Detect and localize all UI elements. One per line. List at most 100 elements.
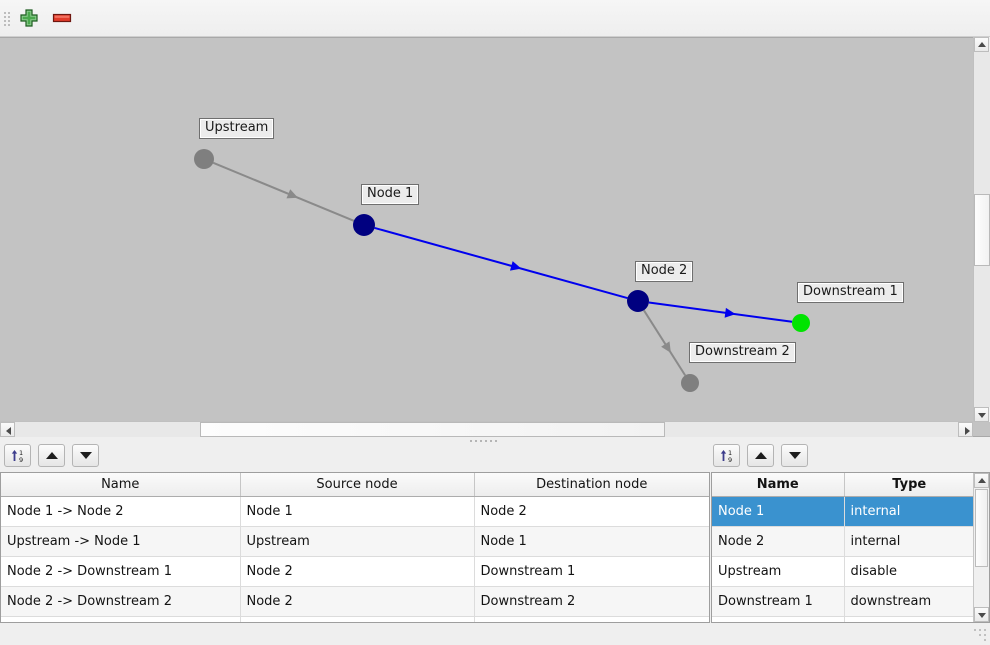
- graph-edge-node1-node2[interactable]: [374, 226, 628, 300]
- edge-source-cell[interactable]: Node 1: [240, 496, 475, 527]
- node-name-cell[interactable]: Upstream: [712, 556, 845, 587]
- nodes-scroll-down-button[interactable]: [974, 607, 989, 622]
- vertical-scroll-thumb[interactable]: [974, 194, 990, 266]
- graph-node-downstream2[interactable]: [681, 374, 699, 392]
- node-name-cell[interactable]: Node 1: [712, 496, 845, 527]
- nodes-col-type[interactable]: Type: [844, 473, 974, 497]
- graph-edge-arrow-node1-node2: [510, 261, 522, 271]
- edges-col-source[interactable]: Source node: [240, 473, 475, 497]
- nodes-col-name[interactable]: Name: [712, 473, 845, 497]
- edges-col-name[interactable]: Name: [1, 473, 241, 497]
- nodes-move-down-button[interactable]: [781, 444, 808, 467]
- svg-text:1: 1: [19, 449, 23, 457]
- nodes-scroll-thumb[interactable]: [975, 489, 988, 567]
- svg-text:9: 9: [19, 456, 23, 464]
- edges-col-destination[interactable]: Destination node: [474, 473, 709, 497]
- node-type-cell[interactable]: disable: [844, 556, 974, 587]
- arrow-up-icon: [45, 452, 58, 459]
- graph-node-node2[interactable]: [627, 290, 649, 312]
- scroll-down-button[interactable]: [974, 407, 989, 422]
- edge-source-cell[interactable]: Node 2: [240, 556, 475, 587]
- nodes-sort-button[interactable]: 1 9: [713, 444, 740, 467]
- edges-table[interactable]: Name Source node Destination node Node 1…: [1, 473, 709, 622]
- nodes-move-up-button[interactable]: [747, 444, 774, 467]
- edges-move-up-button[interactable]: [38, 444, 65, 467]
- svg-text:9: 9: [728, 456, 732, 464]
- node-name-cell[interactable]: Node 2: [712, 526, 845, 557]
- edge-name-cell[interactable]: Upstream -> Node 1: [1, 526, 241, 557]
- edge-name-cell[interactable]: Node 2 -> Downstream 1: [1, 556, 241, 587]
- graph-edge-upstream-node1[interactable]: [212, 161, 355, 222]
- scroll-left-button[interactable]: [0, 422, 15, 437]
- graph-node-downstream1[interactable]: [792, 314, 810, 332]
- drag-handle-icon[interactable]: [4, 10, 10, 28]
- edge-name-cell[interactable]: Node 2 -> Downstream 2: [1, 586, 241, 617]
- graph-node-node1[interactable]: [353, 214, 375, 236]
- graph-node-upstream[interactable]: [194, 149, 214, 169]
- splitter-grip-icon[interactable]: [470, 440, 497, 442]
- nodes-table-empty-row: [712, 616, 974, 622]
- graph-node-label-downstream1[interactable]: Downstream 1: [797, 282, 904, 303]
- edge-destination-cell[interactable]: Node 2: [474, 496, 709, 527]
- edges-move-down-button[interactable]: [72, 444, 99, 467]
- graph-node-label-node2[interactable]: Node 2: [635, 261, 694, 282]
- graph-edge-node2-downstream1[interactable]: [648, 301, 793, 323]
- graph-node-label-downstream2[interactable]: Downstream 2: [689, 342, 796, 363]
- nodes-table-scrollbar[interactable]: [973, 473, 989, 622]
- arrow-down-icon: [977, 413, 986, 418]
- edges-table-panel[interactable]: Name Source node Destination node Node 1…: [0, 472, 710, 623]
- graph-edge-node2-downstream2[interactable]: [643, 309, 687, 376]
- graph-node-label-node1[interactable]: Node 1: [361, 184, 420, 205]
- canvas-horizontal-scrollbar[interactable]: [0, 421, 973, 437]
- arrow-down-icon: [788, 452, 801, 459]
- plus-green-icon: [20, 9, 38, 27]
- node-type-cell[interactable]: internal: [844, 526, 974, 557]
- edges-table-empty-row: [1, 616, 709, 622]
- node-type-cell[interactable]: internal: [844, 496, 974, 527]
- nodes-scroll-up-button[interactable]: [974, 473, 989, 488]
- svg-text:1: 1: [728, 449, 732, 457]
- graph-edge-arrow-node2-downstream1: [724, 307, 736, 318]
- node-name-cell[interactable]: Downstream 1: [712, 586, 845, 617]
- arrow-up-icon: [977, 42, 986, 47]
- nodes-empty-cell: [712, 616, 845, 622]
- arrow-down-icon: [79, 452, 92, 459]
- edge-destination-cell[interactable]: Downstream 2: [474, 586, 709, 617]
- delete-button[interactable]: [49, 7, 75, 31]
- arrow-up-icon: [977, 478, 986, 483]
- canvas-vertical-scrollbar[interactable]: [973, 37, 990, 422]
- scroll-right-button[interactable]: [958, 422, 973, 437]
- edge-source-cell[interactable]: Upstream: [240, 526, 475, 557]
- add-button[interactable]: [16, 7, 42, 31]
- panel-splitter[interactable]: [0, 437, 990, 446]
- edge-name-cell[interactable]: Node 1 -> Node 2: [1, 496, 241, 527]
- edge-destination-cell[interactable]: Downstream 1: [474, 556, 709, 587]
- edge-source-cell[interactable]: Node 2: [240, 586, 475, 617]
- edges-empty-cell: [474, 616, 709, 622]
- resize-grip-icon[interactable]: [974, 629, 987, 642]
- scroll-up-button[interactable]: [974, 37, 989, 52]
- arrow-down-icon: [977, 613, 986, 618]
- graph-node-label-upstream[interactable]: Upstream: [199, 118, 275, 139]
- edges-sort-button[interactable]: 1 9: [4, 444, 31, 467]
- horizontal-scroll-thumb[interactable]: [200, 422, 665, 437]
- node-type-cell[interactable]: downstream: [844, 586, 974, 617]
- graph-edge-arrow-node2-downstream2: [661, 341, 671, 353]
- graph-edge-arrow-upstream-node1: [286, 189, 298, 199]
- edges-table-header-row: Name Source node Destination node: [1, 473, 709, 497]
- nodes-empty-cell: [844, 616, 974, 622]
- edge-destination-cell[interactable]: Node 1: [474, 526, 709, 557]
